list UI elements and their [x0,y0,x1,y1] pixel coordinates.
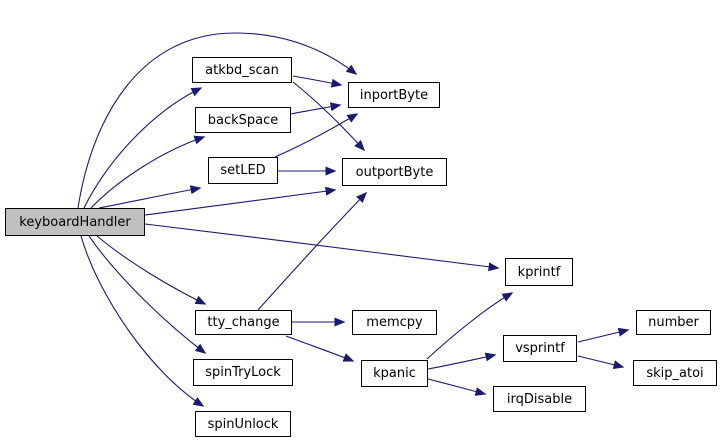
node-setLED[interactable]: setLED [208,157,278,184]
node-label-inportByte: inportByte [359,87,429,103]
edge-backSpace-to-inportByte [290,102,342,115]
node-label-kpanic: kpanic [373,366,416,381]
node-label-number: number [648,315,699,330]
edge-tty_change-to-outportByte [257,191,368,311]
node-kprintf[interactable]: kprintf [505,258,573,286]
edge-atkbd_scan-to-outportByte [292,81,366,152]
node-label-skip_atoi: skip_atoi [646,365,704,381]
node-label-tty_change: tty_change [207,315,280,330]
node-memcpy[interactable]: memcpy [352,310,437,335]
edge-keyboardHandler-to-spinUnlock [80,235,205,407]
node-number[interactable]: number [636,310,711,335]
node-irqDisable[interactable]: irqDisable [493,386,586,412]
node-label-atkbd_scan: atkbd_scan [205,62,279,78]
node-label-setLED: setLED [220,163,266,178]
edge-keyboardHandler-to-spinTryLock [88,235,207,354]
edge-keyboardHandler-to-tty_change [96,235,207,305]
edge-keyboardHandler-to-atkbd_scan [83,87,203,209]
node-label-outportByte: outportByte [355,164,434,180]
edge-kpanic-to-kprintf [426,292,514,360]
edge-keyboardHandler-to-backSpace [90,135,206,209]
node-keyboardHandler: keyboardHandler [5,208,145,236]
node-label-keyboardHandler: keyboardHandler [19,214,131,230]
edge-setLED-to-inportByte [274,113,359,158]
node-label-vsprintf: vsprintf [515,341,565,356]
edge-kpanic-to-irqDisable [427,378,487,396]
node-vsprintf[interactable]: vsprintf [503,335,577,362]
edge-kpanic-to-vsprintf [427,352,497,370]
node-spinTryLock[interactable]: spinTryLock [193,359,293,386]
edge-keyboardHandler-to-inportByte [77,32,358,209]
edge-keyboardHandler-to-kprintf [144,223,500,272]
node-label-memcpy: memcpy [366,315,423,330]
node-kpanic[interactable]: kpanic [361,360,428,387]
edge-vsprintf-to-skip_atoi [577,355,625,370]
node-backSpace[interactable]: backSpace [195,107,291,133]
node-outportByte[interactable]: outportByte [342,158,447,186]
edge-keyboardHandler-to-setLED [98,185,202,209]
node-skip_atoi[interactable]: skip_atoi [633,360,717,386]
node-label-backSpace: backSpace [207,112,279,128]
node-tty_change[interactable]: tty_change [195,310,292,335]
edge-vsprintf-to-number [577,327,630,343]
edge-atkbd_scan-to-inportByte [292,75,343,88]
node-spinUnlock[interactable]: spinUnlock [195,411,291,437]
node-label-kprintf: kprintf [517,264,561,280]
node-atkbd_scan[interactable]: atkbd_scan [192,57,292,83]
node-label-spinTryLock: spinTryLock [205,365,281,380]
node-inportByte[interactable]: inportByte [348,82,440,108]
node-label-irqDisable: irqDisable [506,391,573,407]
node-label-spinUnlock: spinUnlock [207,416,279,432]
edge-tty_change-to-kpanic [285,335,355,362]
edge-keyboardHandler-to-outportByte [144,186,337,216]
